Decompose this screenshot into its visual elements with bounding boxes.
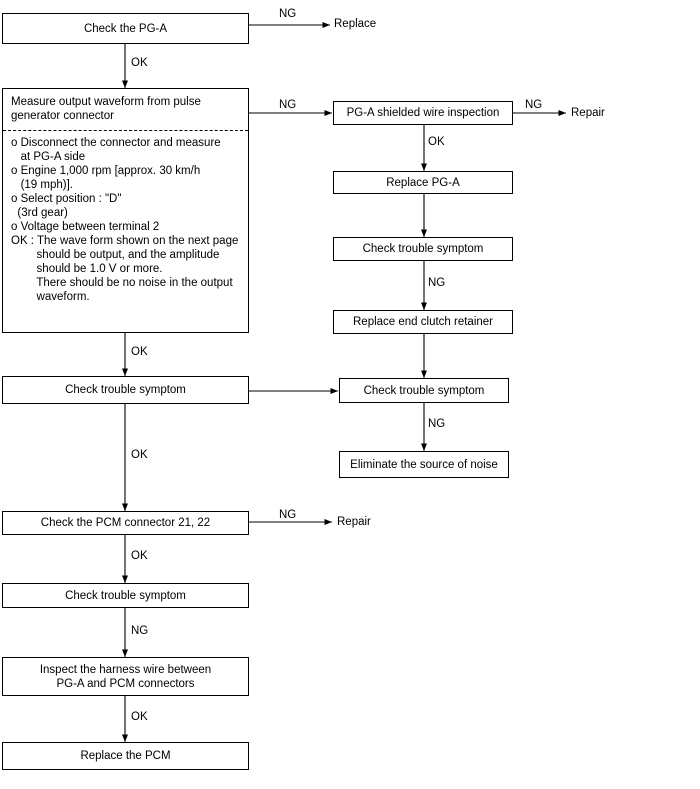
ok-label: OK bbox=[131, 550, 148, 562]
replace-pga-box: Replace PG-A bbox=[333, 171, 513, 194]
check-pga-box: Check the PG-A bbox=[2, 13, 249, 44]
shielded-wire-text: PG-A shielded wire inspection bbox=[346, 107, 500, 119]
eliminate-noise-text: Eliminate the source of noise bbox=[350, 458, 498, 471]
replace-pcm-box: Replace the PCM bbox=[2, 742, 249, 770]
check-symptom-left-2-text: Check trouble symptom bbox=[65, 589, 186, 602]
check-symptom-right-2-box: Check trouble symptom bbox=[339, 378, 509, 403]
condition-line: o Voltage between terminal 2 bbox=[11, 221, 160, 233]
eliminate-noise-box: Eliminate the source of noise bbox=[339, 451, 509, 478]
ng-label: NG bbox=[428, 418, 446, 430]
check-symptom-left-text: Check trouble symptom bbox=[65, 384, 186, 396]
shielded-wire-box: PG-A shielded wire inspection bbox=[333, 101, 513, 125]
check-symptom-right-text: Check trouble symptom bbox=[362, 243, 484, 255]
ok-label: OK bbox=[131, 346, 148, 358]
ng-label: NG bbox=[279, 509, 297, 521]
replace-clutch-text: Replace end clutch retainer bbox=[353, 316, 493, 328]
condition-line: at PG-A side bbox=[11, 151, 86, 163]
ok-label: OK bbox=[131, 57, 148, 69]
ok-label: OK bbox=[131, 449, 148, 461]
check-symptom-right-2-text: Check trouble symptom bbox=[363, 384, 485, 397]
ng-label: NG bbox=[131, 625, 149, 637]
check-pcm-connector-text: Check the PCM connector 21, 22 bbox=[40, 517, 211, 529]
condition-line: (19 mph)]. bbox=[11, 179, 73, 191]
condition-line: o Disconnect the connector and measure bbox=[11, 137, 221, 149]
ng-label: NG bbox=[525, 99, 543, 111]
condition-line: waveform. bbox=[11, 291, 90, 303]
inspect-harness-box: Inspect the harness wire between PG-A an… bbox=[2, 657, 249, 696]
replace-clutch-box: Replace end clutch retainer bbox=[333, 310, 513, 334]
replace-pga-text: Replace PG-A bbox=[386, 176, 460, 189]
condition-line: should be output, and the amplitude bbox=[11, 249, 220, 261]
condition-line: o Engine 1,000 rpm [approx. 30 km/h bbox=[11, 165, 201, 177]
check-symptom-left-2-box: Check trouble symptom bbox=[2, 583, 249, 608]
replace-pcm-text: Replace the PCM bbox=[80, 750, 171, 762]
dashed-divider bbox=[3, 130, 248, 131]
condition-line: should be 1.0 V or more. bbox=[11, 263, 163, 275]
repair-label: Repair bbox=[571, 107, 605, 119]
measure-waveform-box: Measure output waveform from pulse gener… bbox=[2, 88, 249, 333]
replace-label: Replace bbox=[334, 18, 377, 30]
check-symptom-right-box: Check trouble symptom bbox=[333, 237, 513, 261]
check-pcm-connector-box: Check the PCM connector 21, 22 bbox=[2, 511, 249, 535]
condition-line: o Select position : "D" bbox=[11, 193, 122, 205]
measure-conditions: o Disconnect the connector and measure a… bbox=[11, 136, 244, 304]
measure-waveform-title: Measure output waveform from pulse gener… bbox=[11, 96, 201, 122]
condition-line: (3rd gear) bbox=[11, 207, 68, 219]
check-pga-text: Check the PG-A bbox=[83, 22, 168, 35]
repair-label: Repair bbox=[337, 516, 371, 528]
ng-label: NG bbox=[428, 277, 446, 289]
ok-label: OK bbox=[428, 136, 445, 148]
ok-label: OK bbox=[131, 711, 148, 723]
check-symptom-left-box: Check trouble symptom bbox=[2, 376, 249, 404]
inspect-harness-text: Inspect the harness wire between PG-A an… bbox=[39, 663, 212, 690]
ng-label: NG bbox=[279, 8, 297, 20]
condition-line: OK : The wave form shown on the next pag… bbox=[11, 235, 239, 247]
condition-line: There should be no noise in the output bbox=[11, 277, 233, 289]
ng-label: NG bbox=[279, 99, 297, 111]
